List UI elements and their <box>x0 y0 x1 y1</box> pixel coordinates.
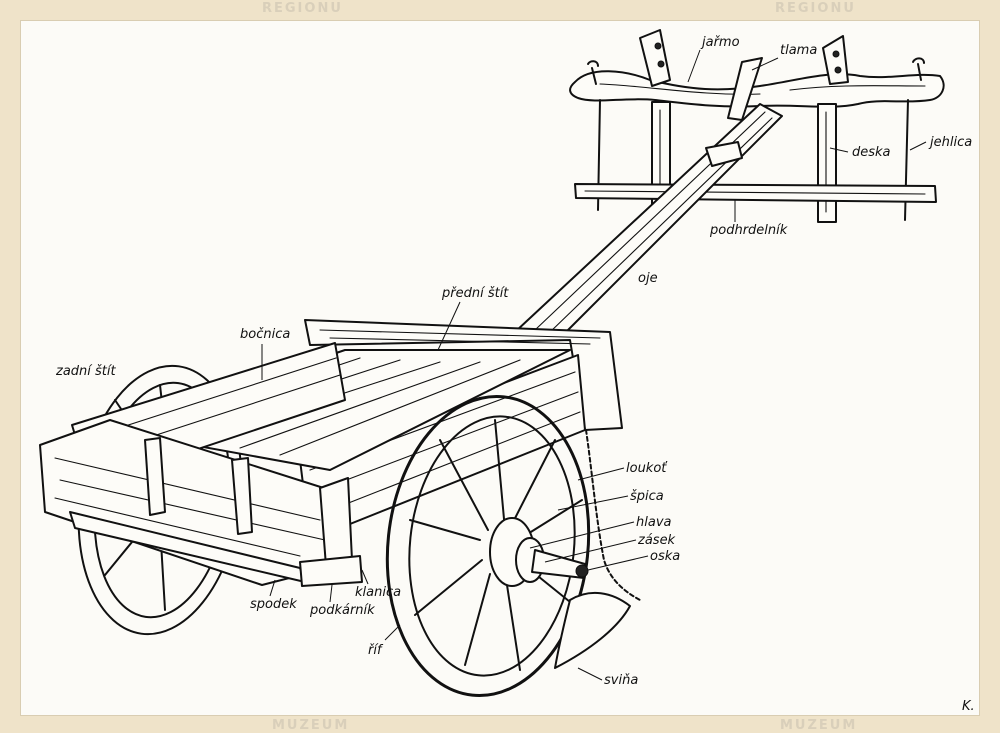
tongue <box>514 103 783 339</box>
label-hlava: hlava <box>636 515 672 530</box>
yoke <box>569 29 945 223</box>
label-oje: oje <box>638 271 658 286</box>
label-svina: sviňa <box>604 673 638 688</box>
label-jarmo: jařmo <box>700 35 740 50</box>
label-spica: špica <box>630 489 664 504</box>
watermark-top-right: REGIONU <box>775 1 856 16</box>
labels: jařmo tlama deska jehlica podhrdelník oj… <box>55 35 975 714</box>
label-podhrdelnik: podhrdelník <box>709 223 788 238</box>
label-zasek: zásek <box>637 533 676 548</box>
watermark-bottom-right: MUZEUM <box>780 718 857 733</box>
cart-body <box>39 319 623 587</box>
label-oska: oska <box>650 549 680 564</box>
label-tlama: tlama <box>780 43 817 58</box>
signature: K. <box>962 699 975 714</box>
label-spodek: spodek <box>250 597 297 612</box>
front-wheel <box>385 394 641 698</box>
watermark-top-left: REGIONU <box>262 1 343 16</box>
label-bocnica: bočnica <box>240 327 290 342</box>
watermark-bottom-left: MUZEUM <box>272 718 349 733</box>
label-loukot: loukoť <box>626 461 668 476</box>
label-jehlica: jehlica <box>928 135 972 150</box>
label-zadni-stit: zadní štít <box>55 364 117 379</box>
label-predni-stit: přední štít <box>441 286 509 301</box>
label-podkarnik: podkárník <box>309 603 375 618</box>
label-rif: říf <box>368 643 384 658</box>
label-klanica: klanica <box>355 585 401 600</box>
label-deska: deska <box>852 145 891 160</box>
